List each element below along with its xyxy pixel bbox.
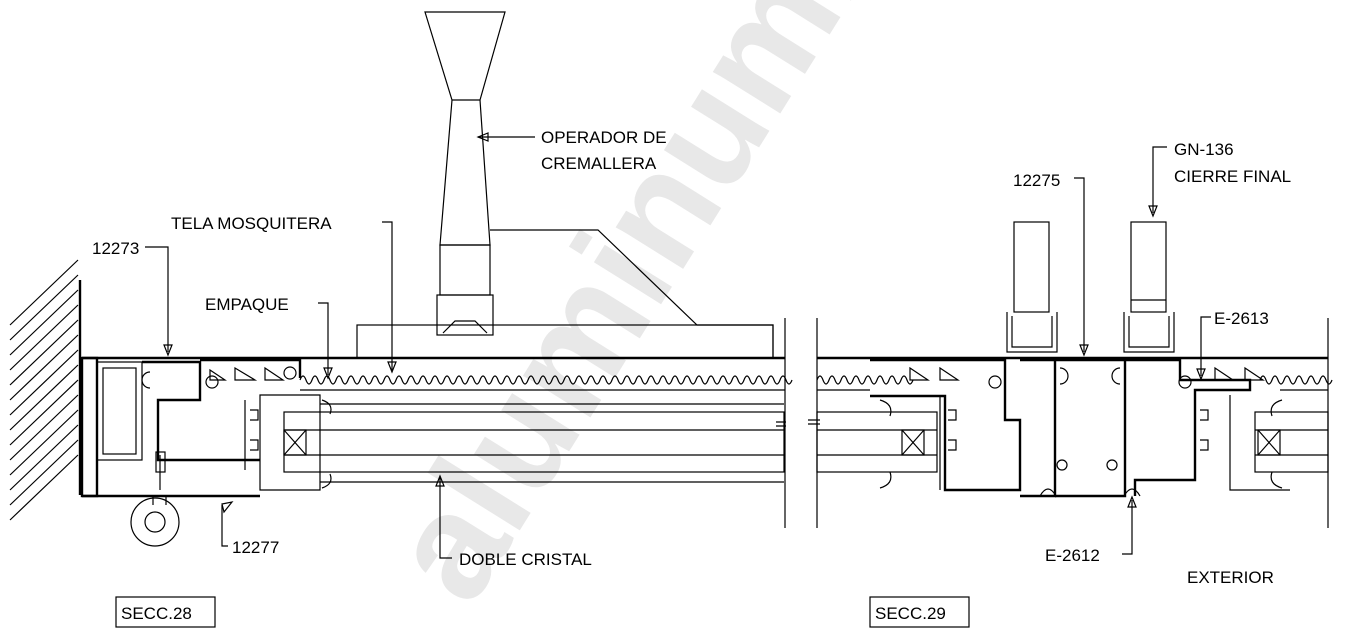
hatch-line [9,259,79,326]
leaders-29 [1074,146,1211,555]
hatch-line [9,409,79,476]
section-28: OPERADOR DE CREMALLERA TELA MOSQUITERA 1… [9,11,793,628]
screen-mesh [299,375,793,391]
label-gasket-e2612: E-2612 [1045,546,1100,565]
section-tag-box-29 [869,596,970,628]
label-exterior: EXTERIOR [1187,568,1274,587]
hatch-line [9,274,79,341]
label-double-glass: DOBLE CRISTAL [459,550,592,569]
label-closer-line2: CIERRE FINAL [1174,167,1291,186]
label-frame-12273: 12273 [92,239,139,258]
label-operator-line1: OPERADOR DE [541,128,667,147]
label-gasket: EMPAQUE [205,295,289,314]
watermark: aluminum.com.mx [355,0,1195,627]
hatch-line [9,289,79,356]
hatch-line [9,364,79,431]
wall-hatch [9,259,82,521]
label-operator-line2: CREMALLERA [541,154,657,173]
rack-operator [356,11,774,359]
hatch-line [9,454,79,521]
label-closer-line1: GN-136 [1174,140,1234,159]
mullion-post [1006,221,1058,353]
section-29: 12275 GN-136 CIERRE FINAL E-2613 E-2612 … [808,140,1333,628]
hatch-line [9,334,79,401]
label-frame-12277: 12277 [232,538,279,557]
hatch-line [9,424,79,491]
label-screen: TELA MOSQUITERA [171,214,332,233]
final-closer-post [1123,221,1175,353]
label-gasket-e2613: E-2613 [1214,309,1269,328]
hatch-line [9,379,79,446]
section-tag: SECC.28 [121,604,192,623]
label-mullion-12275: 12275 [1013,171,1060,190]
double-glass [283,399,786,489]
section-tag-box [115,596,216,628]
watermark-text: aluminum.com.mx [355,0,1195,627]
operator-eye [130,496,180,547]
hatch-line [9,349,79,416]
hatch-line [9,439,79,506]
hatch-line [9,319,79,386]
screen-mesh-29 [816,375,1333,391]
hatch-line [9,394,79,461]
section-tag-29: SECC.29 [875,604,946,623]
hatch-line [9,304,79,371]
leaders-28 [145,132,535,559]
